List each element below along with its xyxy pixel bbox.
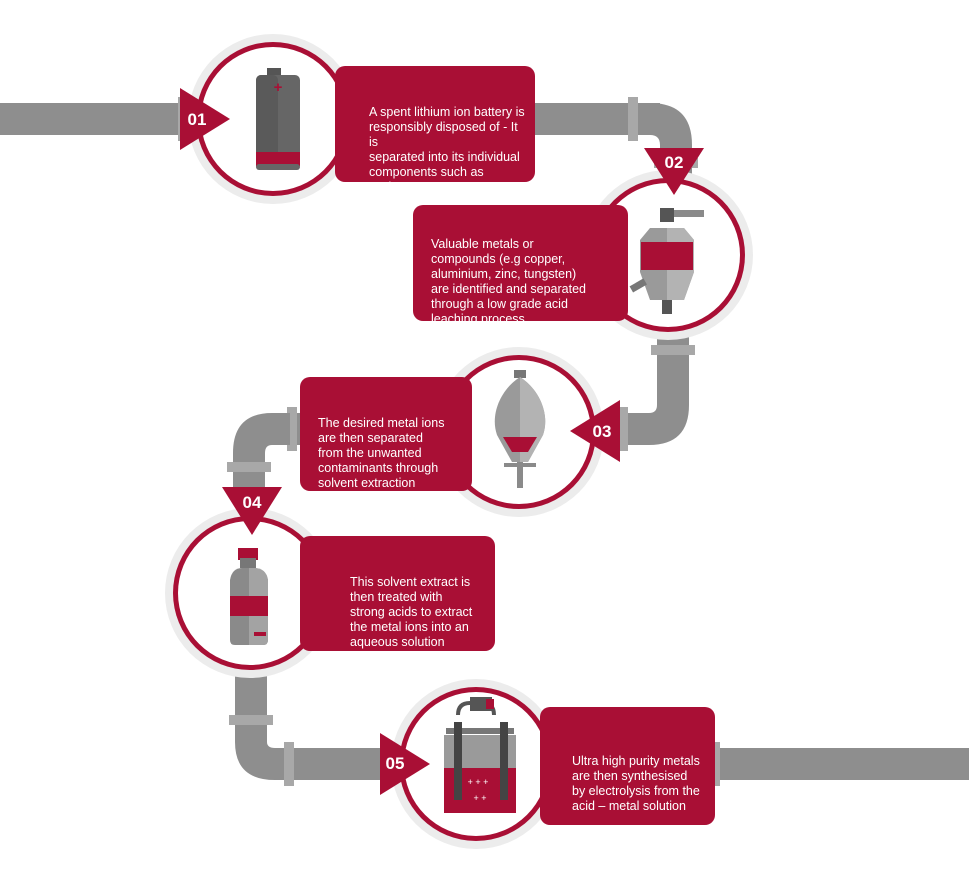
step-3-description: The desired metal ions are then separate… — [300, 377, 472, 491]
leaching-tank-icon — [629, 208, 704, 314]
separatory-funnel-icon — [494, 370, 546, 488]
step-number-2: 02 — [664, 153, 684, 172]
step-arrows — [180, 88, 704, 795]
battery-icon: + — [256, 68, 300, 170]
step-5-text: Ultra high purity metals are then synthe… — [572, 754, 700, 813]
outlet-pipe — [700, 748, 969, 780]
arrow-marker-5 — [380, 733, 430, 795]
step-1-description: A spent lithium ion battery is responsib… — [335, 66, 535, 224]
step-number-4: 04 — [242, 493, 262, 512]
step-2-description: Valuable metals or compounds (e.g copper… — [413, 205, 628, 326]
step-2-text: Valuable metals or compounds (e.g copper… — [431, 237, 586, 326]
step-4-text: This solvent extract is then treated wit… — [350, 575, 473, 649]
arrow-marker-1 — [180, 88, 230, 150]
arrow-marker-3 — [570, 400, 620, 462]
svg-text:+ +: + + — [473, 793, 486, 803]
svg-text:+ + +: + + + — [468, 777, 489, 787]
step-4-description: This solvent extract is then treated wit… — [300, 536, 495, 651]
arrow-marker-2 — [644, 148, 704, 195]
electrolysis-cell-icon: + + + + + — [444, 697, 516, 813]
arrow-marker-4 — [222, 487, 282, 535]
step-number-5: 05 — [385, 754, 405, 773]
acid-bottle-icon — [230, 548, 268, 645]
step-number-1: 01 — [187, 110, 207, 129]
step-number-3: 03 — [592, 422, 612, 441]
step-3-text: The desired metal ions are then separate… — [318, 416, 445, 490]
inlet-pipe — [0, 103, 200, 135]
svg-text:+: + — [274, 79, 283, 96]
pipe-segment-1-2 — [520, 103, 660, 135]
step-5-description: Ultra high purity metals are then synthe… — [540, 707, 715, 825]
